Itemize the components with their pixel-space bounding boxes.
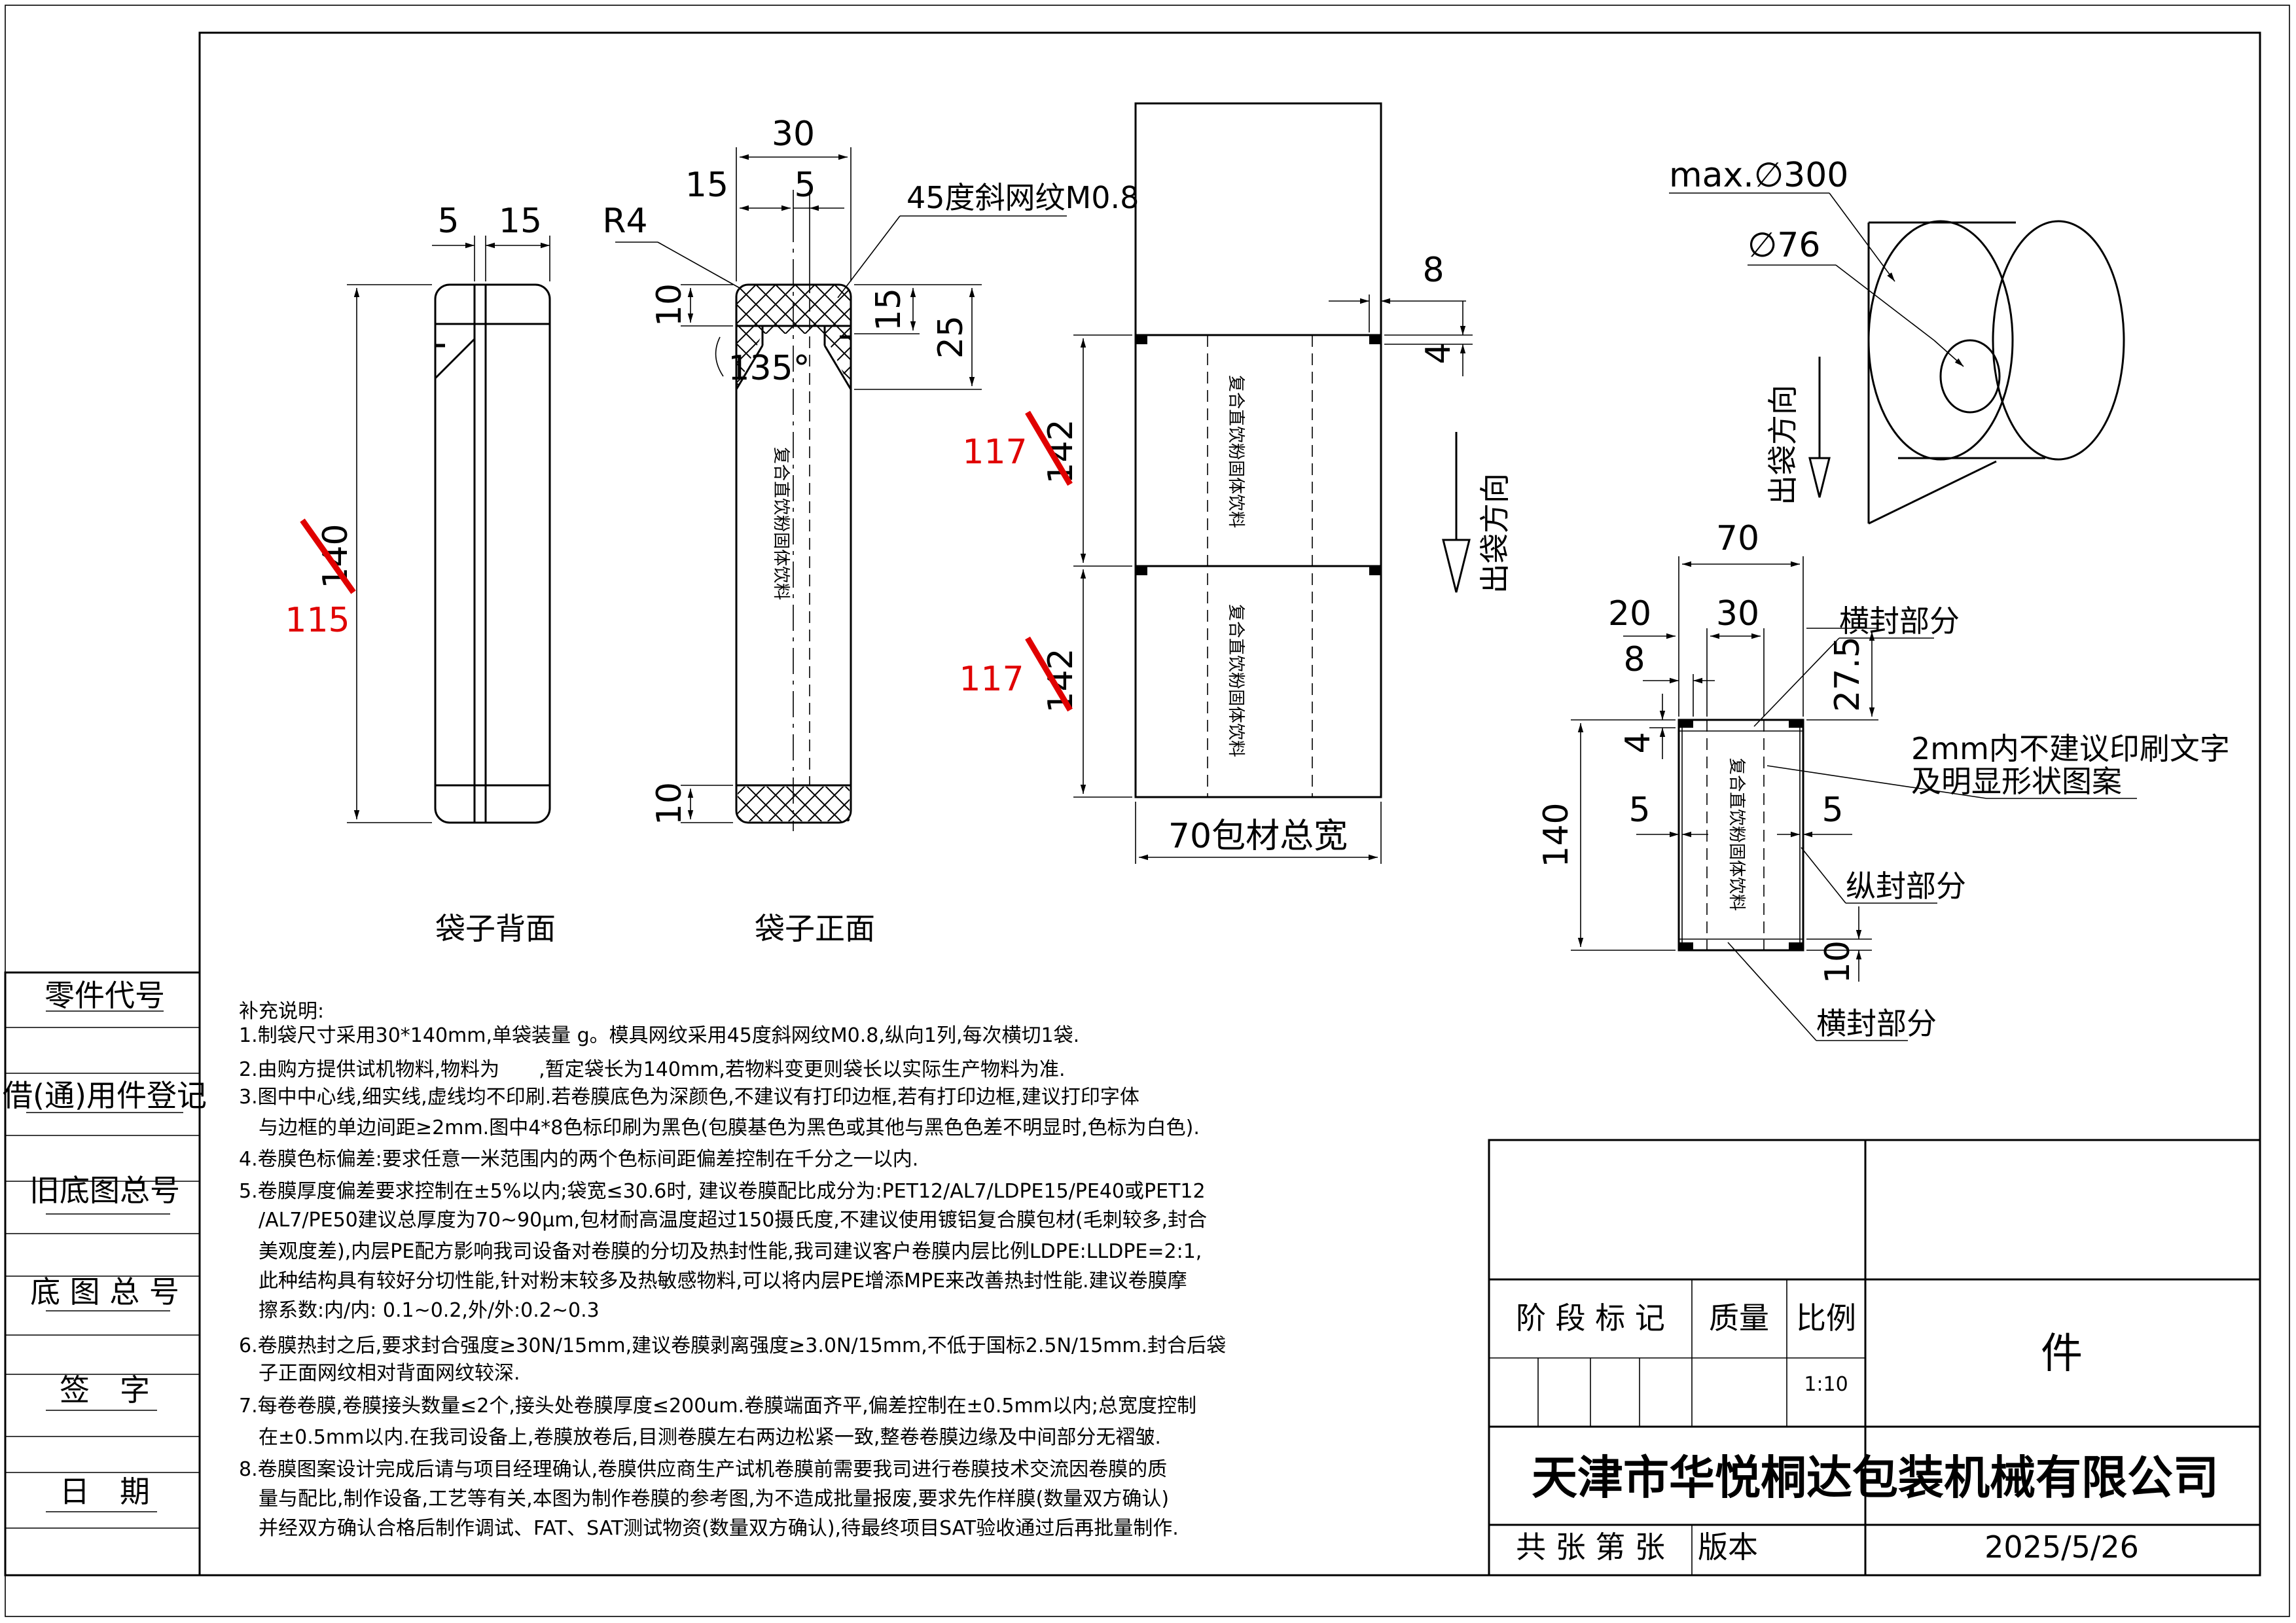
strike-mark xyxy=(300,518,356,594)
detail-dim-30: 30 xyxy=(1716,594,1759,633)
detail-dim-8: 8 xyxy=(1623,640,1645,679)
front-dim-10-top: 10 xyxy=(650,283,689,327)
notes-line: 1.制袋尺寸采用30*140mm,单袋装量 g。模具网纹采用45度斜网纹M0.8… xyxy=(239,1024,1079,1047)
detail-dim-20: 20 xyxy=(1608,594,1651,633)
notes-line: 6.卷膜热封之后,要求封合强度≥30N/15mm,建议卷膜剥离强度≥3.0N/1… xyxy=(239,1334,1226,1357)
notes-line: 此种结构具有较好分切性能,针对粉末较多及热敏感物料,可以将内层PE增添MPE来改… xyxy=(239,1270,1187,1293)
title-sheets: 共 张 第 张 xyxy=(1516,1529,1665,1565)
film-width-label: 70包材总宽 xyxy=(1168,817,1348,856)
side-stamp-old-master: 旧底图总号 xyxy=(29,1173,180,1208)
title-scale: 1:10 xyxy=(1804,1373,1848,1396)
detail-dim-10: 10 xyxy=(1818,940,1857,984)
back-dim-5: 5 xyxy=(437,202,459,241)
detail-dim-5-right: 5 xyxy=(1821,791,1843,830)
bag-front-caption: 袋子正面 xyxy=(755,911,875,946)
notes-line: 4.卷膜色标偏差:要求任意一米范围内的两个色标间距偏差控制在千分之一以内. xyxy=(239,1148,918,1171)
film-roll-view: max.∅300 ∅76 出袋方向 xyxy=(1669,156,2125,525)
front-dim-15-right: 15 xyxy=(869,288,908,331)
back-dim-15: 15 xyxy=(499,202,542,241)
strike-mark xyxy=(1025,410,1073,486)
detail-label-cross-seal-top: 横封部分 xyxy=(1839,603,1960,639)
notes-line: 美观度差),内层PE配方影响我司设备对卷膜的分切及热封性能,我司建议客户卷膜内层… xyxy=(239,1240,1202,1263)
notes-line: /AL7/PE50建议总厚度为70~90μm,包材耐高温度超过150摄氏度,不建… xyxy=(239,1209,1207,1232)
notes-block: 补充说明: 1.制袋尺寸采用30*140mm,单袋装量 g。模具网纹采用45度斜… xyxy=(239,1000,1226,1540)
notes-line: 2.由购方提供试机物料,物料为 ,暂定袋长为140mm,若物料变更则袋长以实际生… xyxy=(239,1058,1065,1081)
side-stamp-signature: 签 字 xyxy=(60,1372,150,1408)
film-dim-4: 4 xyxy=(1419,342,1458,364)
notes-line: 并经双方确认合格后制作调试、FAT、SAT测试物资(数量双方确认),待最终项目S… xyxy=(239,1517,1179,1540)
side-stamp-date: 日 期 xyxy=(60,1474,150,1509)
side-stamp-master: 底 图 总 号 xyxy=(30,1274,179,1310)
notes-title: 补充说明: xyxy=(239,1000,324,1023)
title-scale-label: 比例 xyxy=(1796,1300,1856,1336)
film-print-text-2: 复合直饮粉固体饮料 xyxy=(1226,604,1246,757)
title-mass: 质量 xyxy=(1709,1300,1769,1336)
notes-line: 与边框的单边间距≥2mm.图中4*8色标印刷为黑色(包膜基色为黑色或其他与黑色色… xyxy=(239,1116,1200,1139)
front-dim-5: 5 xyxy=(794,166,816,205)
front-dim-25-right: 25 xyxy=(931,315,971,359)
detail-label-long-seal: 纵封部分 xyxy=(1846,868,1966,904)
strike-mark xyxy=(1025,636,1073,712)
film-direction-label: 出袋方向 xyxy=(1477,473,1513,594)
bag-back-caption: 袋子背面 xyxy=(435,911,556,946)
bag-front-view: 复合直饮粉固体饮料 30 15 5 R4 45度斜网纹M0.8 10 15 25 xyxy=(602,115,1139,946)
bag-back-view: 5 15 140 115 袋子背面 xyxy=(285,202,556,946)
film-strip-view: 复合直饮粉固体饮料 复合直饮粉固体饮料 8 4 142 142 117 117 … xyxy=(959,102,1513,864)
side-stamp-table: 零件代号 借(通)用件登记 旧底图总号 底 图 总 号 签 字 日 期 xyxy=(3,971,207,1577)
outer-frame xyxy=(5,5,2290,1617)
film-dim-117-new-1: 117 xyxy=(962,433,1027,472)
roll-max-diameter: max.∅300 xyxy=(1669,156,1848,195)
detail-label-cross-seal-bottom: 横封部分 xyxy=(1816,1006,1937,1041)
notes-line: 擦系数:内/内: 0.1~0.2,外/外:0.2~0.3 xyxy=(239,1299,600,1322)
notes-line: 8.卷膜图案设计完成后请与项目经理确认,卷膜供应商生产试机卷膜前需要我司进行卷膜… xyxy=(239,1458,1167,1481)
notes-line: 量与配比,制作设备,工艺等有关,本图为制作卷膜的参考图,为不造成批量报废,要求先… xyxy=(239,1488,1169,1510)
roll-direction-label: 出袋方向 xyxy=(1765,385,1801,505)
title-version: 版本 xyxy=(1698,1529,1758,1565)
title-date: 2025/5/26 xyxy=(1984,1529,2139,1565)
detail-dim-5-left: 5 xyxy=(1628,791,1650,830)
front-angle-label: 135° xyxy=(728,349,810,388)
title-part: 件 xyxy=(2041,1330,2083,1378)
notes-line: 5.卷膜厚度偏差要求控制在±5%以内;袋宽≤30.6时, 建议卷膜配比成分为:P… xyxy=(239,1180,1206,1203)
notes-line: 3.图中中心线,细实线,虚线均不印刷.若卷膜底色为深颜色,不建议有打印边框,若有… xyxy=(239,1086,1139,1109)
front-print-text: 复合直饮粉固体饮料 xyxy=(771,447,791,600)
side-stamp-part-code: 零件代号 xyxy=(45,978,165,1013)
front-radius-label: R4 xyxy=(602,202,647,241)
detail-label-no-print-2: 及明显形状图案 xyxy=(1911,764,2122,799)
detail-dim-27-5: 27.5 xyxy=(1828,636,1867,712)
film-dim-142-old-2: 142 xyxy=(1041,648,1081,713)
back-dim-115-new: 115 xyxy=(285,601,350,640)
notes-line: 7.每卷卷膜,卷膜接头数量≤2个,接头处卷膜厚度≤200um.卷膜端面齐平,偏差… xyxy=(239,1395,1196,1418)
film-print-text-1: 复合直饮粉固体饮料 xyxy=(1226,375,1246,528)
roll-core-diameter: ∅76 xyxy=(1748,226,1820,265)
front-dim-15: 15 xyxy=(685,166,728,205)
detail-dim-4: 4 xyxy=(1619,732,1658,753)
title-block: 阶 段 标 记 质量 比例 1:10 件 天津市华悦桐达包装机械有限公司 共 张… xyxy=(1488,1139,2261,1577)
drawing-border xyxy=(198,31,2261,1577)
title-stage-mark: 阶 段 标 记 xyxy=(1516,1300,1665,1336)
side-stamp-borrow: 借(通)用件登记 xyxy=(3,1078,207,1113)
back-dim-140-old: 140 xyxy=(316,524,355,588)
seal-detail-view: 复合直饮粉固体饮料 70 20 30 8 27.5 140 4 5 5 xyxy=(1537,519,2230,1041)
front-pattern-note: 45度斜网纹M0.8 xyxy=(906,180,1139,215)
detail-dim-140: 140 xyxy=(1537,802,1576,867)
detail-print-text: 复合直饮粉固体饮料 xyxy=(1727,758,1746,911)
film-dim-8: 8 xyxy=(1422,251,1444,290)
notes-line: 在±0.5mm以内.在我司设备上,卷膜放卷后,目测卷膜左右两边松紧一致,整卷卷膜… xyxy=(239,1426,1161,1449)
detail-dim-70: 70 xyxy=(1716,519,1759,558)
film-dim-117-new-2: 117 xyxy=(959,660,1024,699)
front-dim-10-bottom: 10 xyxy=(650,782,689,825)
front-dim-30: 30 xyxy=(772,115,815,154)
notes-line: 子正面网纹相对背面网纹较深. xyxy=(239,1362,520,1385)
title-company: 天津市华悦桐达包装机械有限公司 xyxy=(1532,1451,2219,1505)
detail-label-no-print-1: 2mm内不建议印刷文字 xyxy=(1911,731,2230,766)
